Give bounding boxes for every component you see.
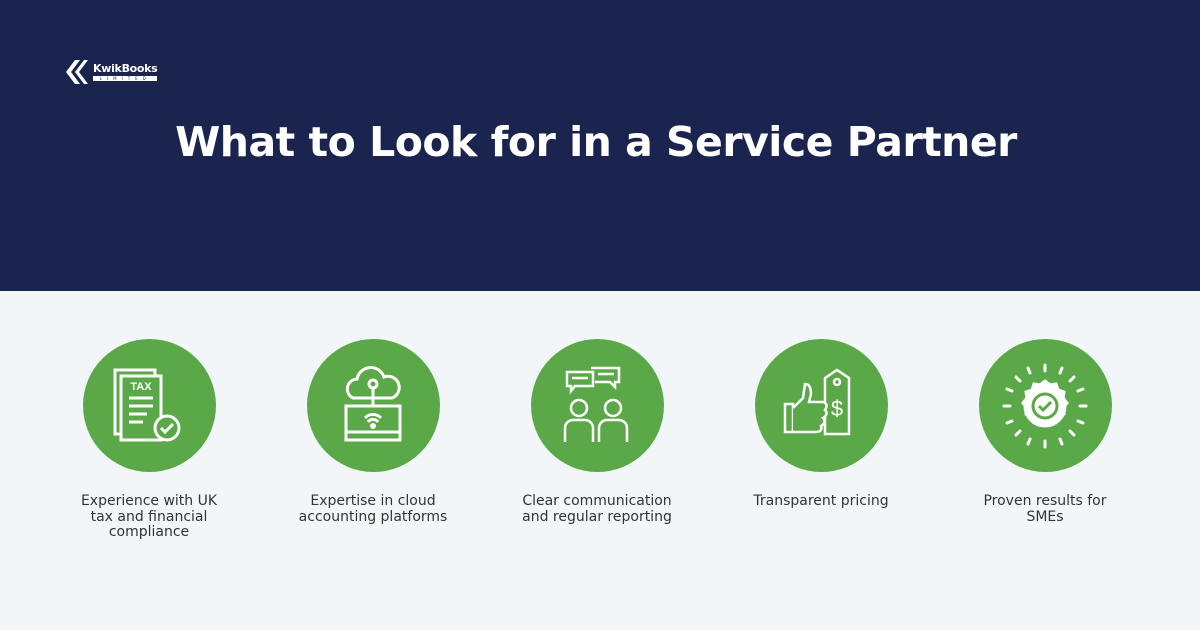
kwikbooks-logo: KwikBooks LIMITED (63, 58, 158, 86)
thumbs-up-price-tag-icon: $ (754, 339, 888, 472)
feature-item: Proven results for SMEs (945, 339, 1145, 525)
logo-chevron-icon (66, 60, 88, 84)
people-chat-icon (530, 339, 664, 472)
feature-item: Clear communication and regular reportin… (497, 339, 697, 525)
feature-label: Experience with UK tax and financial com… (80, 493, 218, 540)
tax-document-check-icon: TAX (82, 339, 216, 472)
badge-check-icon (978, 339, 1112, 472)
feature-label: Expertise in cloud accounting platforms (298, 493, 448, 525)
cloud-laptop-icon (306, 339, 440, 472)
feature-item: Expertise in cloud accounting platforms (273, 339, 473, 525)
logo-name: KwikBooks (93, 62, 158, 75)
feature-item: $ Transparent pricing (721, 339, 921, 510)
logo-sub: LIMITED (93, 76, 158, 81)
svg-text:TAX: TAX (130, 381, 152, 393)
svg-text:$: $ (831, 396, 843, 421)
feature-label: Transparent pricing (753, 493, 889, 509)
page-title: What to Look for in a Service Partner (175, 118, 1017, 166)
feature-label: Proven results for SMEs (983, 493, 1107, 525)
feature-item: TAX Experience with UK tax and financial… (49, 339, 249, 541)
feature-label: Clear communication and regular reportin… (522, 493, 672, 525)
header-banner: KwikBooks LIMITED What to Look for in a … (0, 0, 1200, 291)
